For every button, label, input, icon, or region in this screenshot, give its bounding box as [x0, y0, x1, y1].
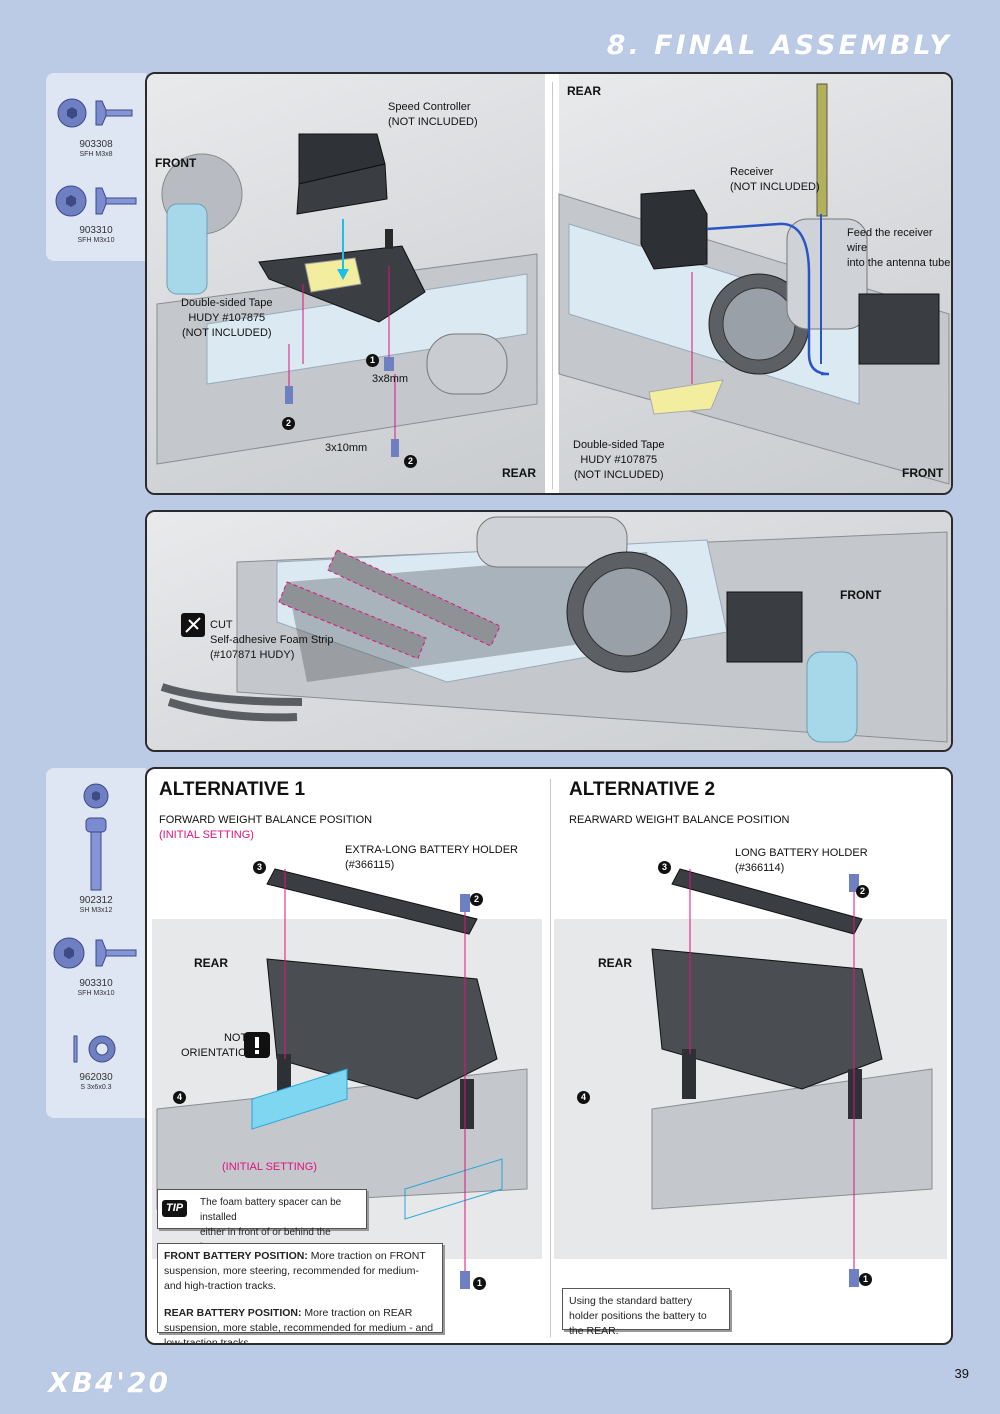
panel-divider — [552, 82, 553, 489]
step-number-1: 1 — [859, 1273, 872, 1286]
initial-setting-label: (INITIAL SETTING) — [222, 1161, 317, 1173]
part-code: 962030 — [79, 1072, 113, 1083]
countersunk-screw-icon — [57, 98, 133, 128]
panel-divider — [550, 779, 551, 1337]
front-battery-position: FRONT BATTERY POSITION: More traction on… — [164, 1250, 426, 1292]
battery-info-box: Using the standard battery holder positi… — [562, 1288, 730, 1337]
step-number-1: 1 — [473, 1277, 486, 1290]
holder-label: EXTRA-LONG BATTERY HOLDER(#366115) — [345, 844, 518, 871]
chassis-drawing — [156, 133, 538, 465]
receiver-label: Receiver(NOT INCLUDED) — [730, 166, 820, 193]
initial-setting-label: (INITIAL SETTING) — [159, 829, 254, 841]
part-code: 903310 — [79, 978, 113, 989]
step-number-2: 2 — [404, 455, 417, 468]
speed-controller-label: Speed Controller(NOT INCLUDED) — [388, 101, 478, 128]
part-code: 902312 — [79, 895, 113, 906]
scissors-icon — [181, 613, 205, 637]
rear-tag: REAR — [194, 956, 229, 970]
part-desc: SFH M3x10 — [77, 237, 115, 244]
countersunk-screw-icon — [53, 937, 137, 969]
model-logo: XB4'20 — [48, 1366, 170, 1399]
page-number: 39 — [954, 1366, 969, 1381]
battery-position-box: FRONT BATTERY POSITION: More traction on… — [157, 1243, 443, 1343]
alternative-1-title: ALTERNATIVE 1 — [159, 779, 306, 800]
rear-battery-position: REAR BATTERY POSITION: More traction on … — [164, 1307, 434, 1345]
section-title: 8. FINAL ASSEMBLY — [606, 30, 952, 61]
washer-icon — [73, 1035, 116, 1063]
step-panel-esc: FRONT Speed Controller(NOT INCLUDED) Dou… — [145, 72, 953, 495]
alternative-2-title: ALTERNATIVE 2 — [569, 779, 716, 800]
part-desc: SFH M3x10 — [77, 990, 115, 997]
front-tag: FRONT — [840, 588, 882, 602]
part-desc: SFH M3x8 — [79, 151, 113, 158]
rear-tag: REAR — [502, 466, 537, 480]
part-desc: S 3x6x0.3 — [80, 1084, 112, 1091]
front-tag: FRONT — [155, 156, 197, 170]
step-number-2: 2 — [282, 417, 295, 430]
step-number-2: 2 — [856, 885, 869, 898]
holder-label: LONG BATTERY HOLDER(#366114) — [735, 847, 868, 874]
step-number-4: 4 — [173, 1091, 186, 1104]
step-number-3: 3 — [658, 861, 671, 874]
rear-tag: REAR — [567, 84, 602, 98]
screw-size-label: 3x10mm — [325, 442, 368, 454]
step-number-4: 4 — [577, 1091, 590, 1104]
tip-box: TIP The foam battery spacer can be insta… — [157, 1189, 367, 1253]
part-code: 903308 — [79, 139, 113, 150]
screw-size-label: 3x8mm — [372, 373, 409, 385]
alternative-2-subtitle: REARWARD WEIGHT BALANCE POSITION — [569, 814, 790, 826]
front-tag: FRONT — [902, 466, 944, 480]
countersunk-screw-icon — [55, 185, 137, 217]
rear-tag: REAR — [598, 956, 633, 970]
battery-alt2-drawing — [554, 868, 947, 1287]
tip-badge: TIP — [162, 1200, 188, 1217]
socket-head-screw-icon — [83, 783, 109, 891]
step-panel-battery: ALTERNATIVE 1 FORWARD WEIGHT BALANCE POS… — [145, 767, 953, 1345]
step-number-1: 1 — [366, 354, 379, 367]
chassis-drawing — [160, 516, 948, 743]
step-number-2: 2 — [470, 893, 483, 906]
receiver-drawing — [558, 83, 950, 485]
warning-icon — [244, 1032, 270, 1058]
step-number-3: 3 — [253, 861, 266, 874]
part-desc: SH M3x12 — [79, 907, 113, 914]
part-code: 903310 — [79, 225, 113, 236]
alternative-1-subtitle: FORWARD WEIGHT BALANCE POSITION — [159, 814, 373, 826]
